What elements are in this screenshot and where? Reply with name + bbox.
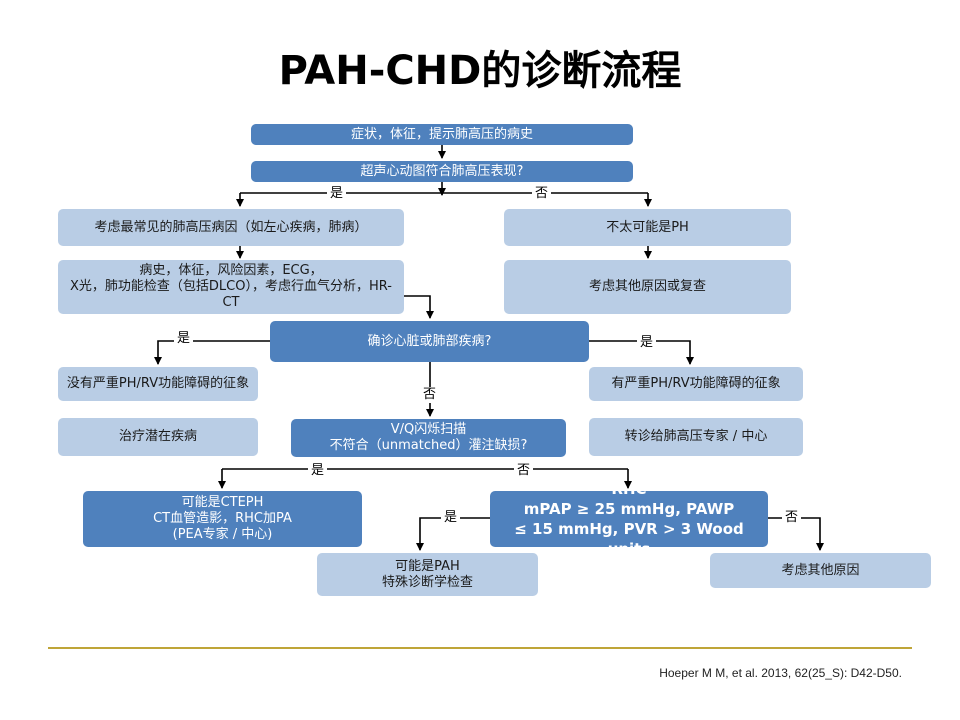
edge-n14-n15 <box>416 517 490 551</box>
label-yes-vq: 是 <box>308 463 328 479</box>
label-no-rhc: 否 <box>782 510 802 526</box>
node-possible-cteph: 可能是CTEPH CT血管造影，RHC加PA (PEA专家 / 中心) <box>83 491 362 547</box>
footer-rule <box>48 647 912 649</box>
label-yes-left: 是 <box>174 331 194 347</box>
node-possible-pah: 可能是PAH 特殊诊断学检查 <box>317 553 538 596</box>
edge-n7-n9 <box>589 340 694 365</box>
edge-n5-n7 <box>404 295 434 319</box>
citation: Hoeper M M, et al. 2013, 62(25_S): D42-D… <box>659 666 902 680</box>
node-consider-other: 考虑其他原因 <box>710 553 931 588</box>
node-rhc-criteria: RHC mPAP ≥ 25 mmHg, PAWP ≤ 15 mmHg, PVR … <box>490 491 768 547</box>
node-common-causes: 考虑最常见的肺高压病因（如左心疾病，肺病） <box>58 209 404 246</box>
label-no-vq: 否 <box>420 387 440 403</box>
page-title: PAH-CHD的诊断流程 <box>278 48 682 94</box>
label-no-vq-split: 否 <box>514 463 534 479</box>
label-yes-right: 是 <box>637 335 657 351</box>
node-confirm-heart-lung: 确诊心脏或肺部疾病? <box>270 321 589 362</box>
node-refer-specialist: 转诊给肺高压专家 / 中心 <box>589 418 803 456</box>
label-no-echo: 否 <box>532 186 552 202</box>
node-other-causes-recheck: 考虑其他原因或复查 <box>504 260 791 314</box>
node-no-severe-ph: 没有严重PH/RV功能障碍的征象 <box>58 367 258 401</box>
label-yes-echo: 是 <box>327 186 347 202</box>
node-history-tests: 病史，体征，风险因素，ECG， X光，肺功能检查（包括DLCO），考虑行血气分析… <box>58 260 404 314</box>
node-symptoms: 症状，体征，提示肺高压的病史 <box>251 124 633 145</box>
label-yes-rhc: 是 <box>441 510 461 526</box>
node-severe-ph: 有严重PH/RV功能障碍的征象 <box>589 367 803 401</box>
node-vq-scan: V/Q闪烁扫描 不符合（unmatched）灌注缺损? <box>291 419 566 457</box>
edge-n7-n8 <box>154 340 270 365</box>
node-echo: 超声心动图符合肺高压表现? <box>251 161 633 182</box>
node-treat-underlying: 治疗潜在疾病 <box>58 418 258 456</box>
node-unlikely-ph: 不太可能是PH <box>504 209 791 246</box>
